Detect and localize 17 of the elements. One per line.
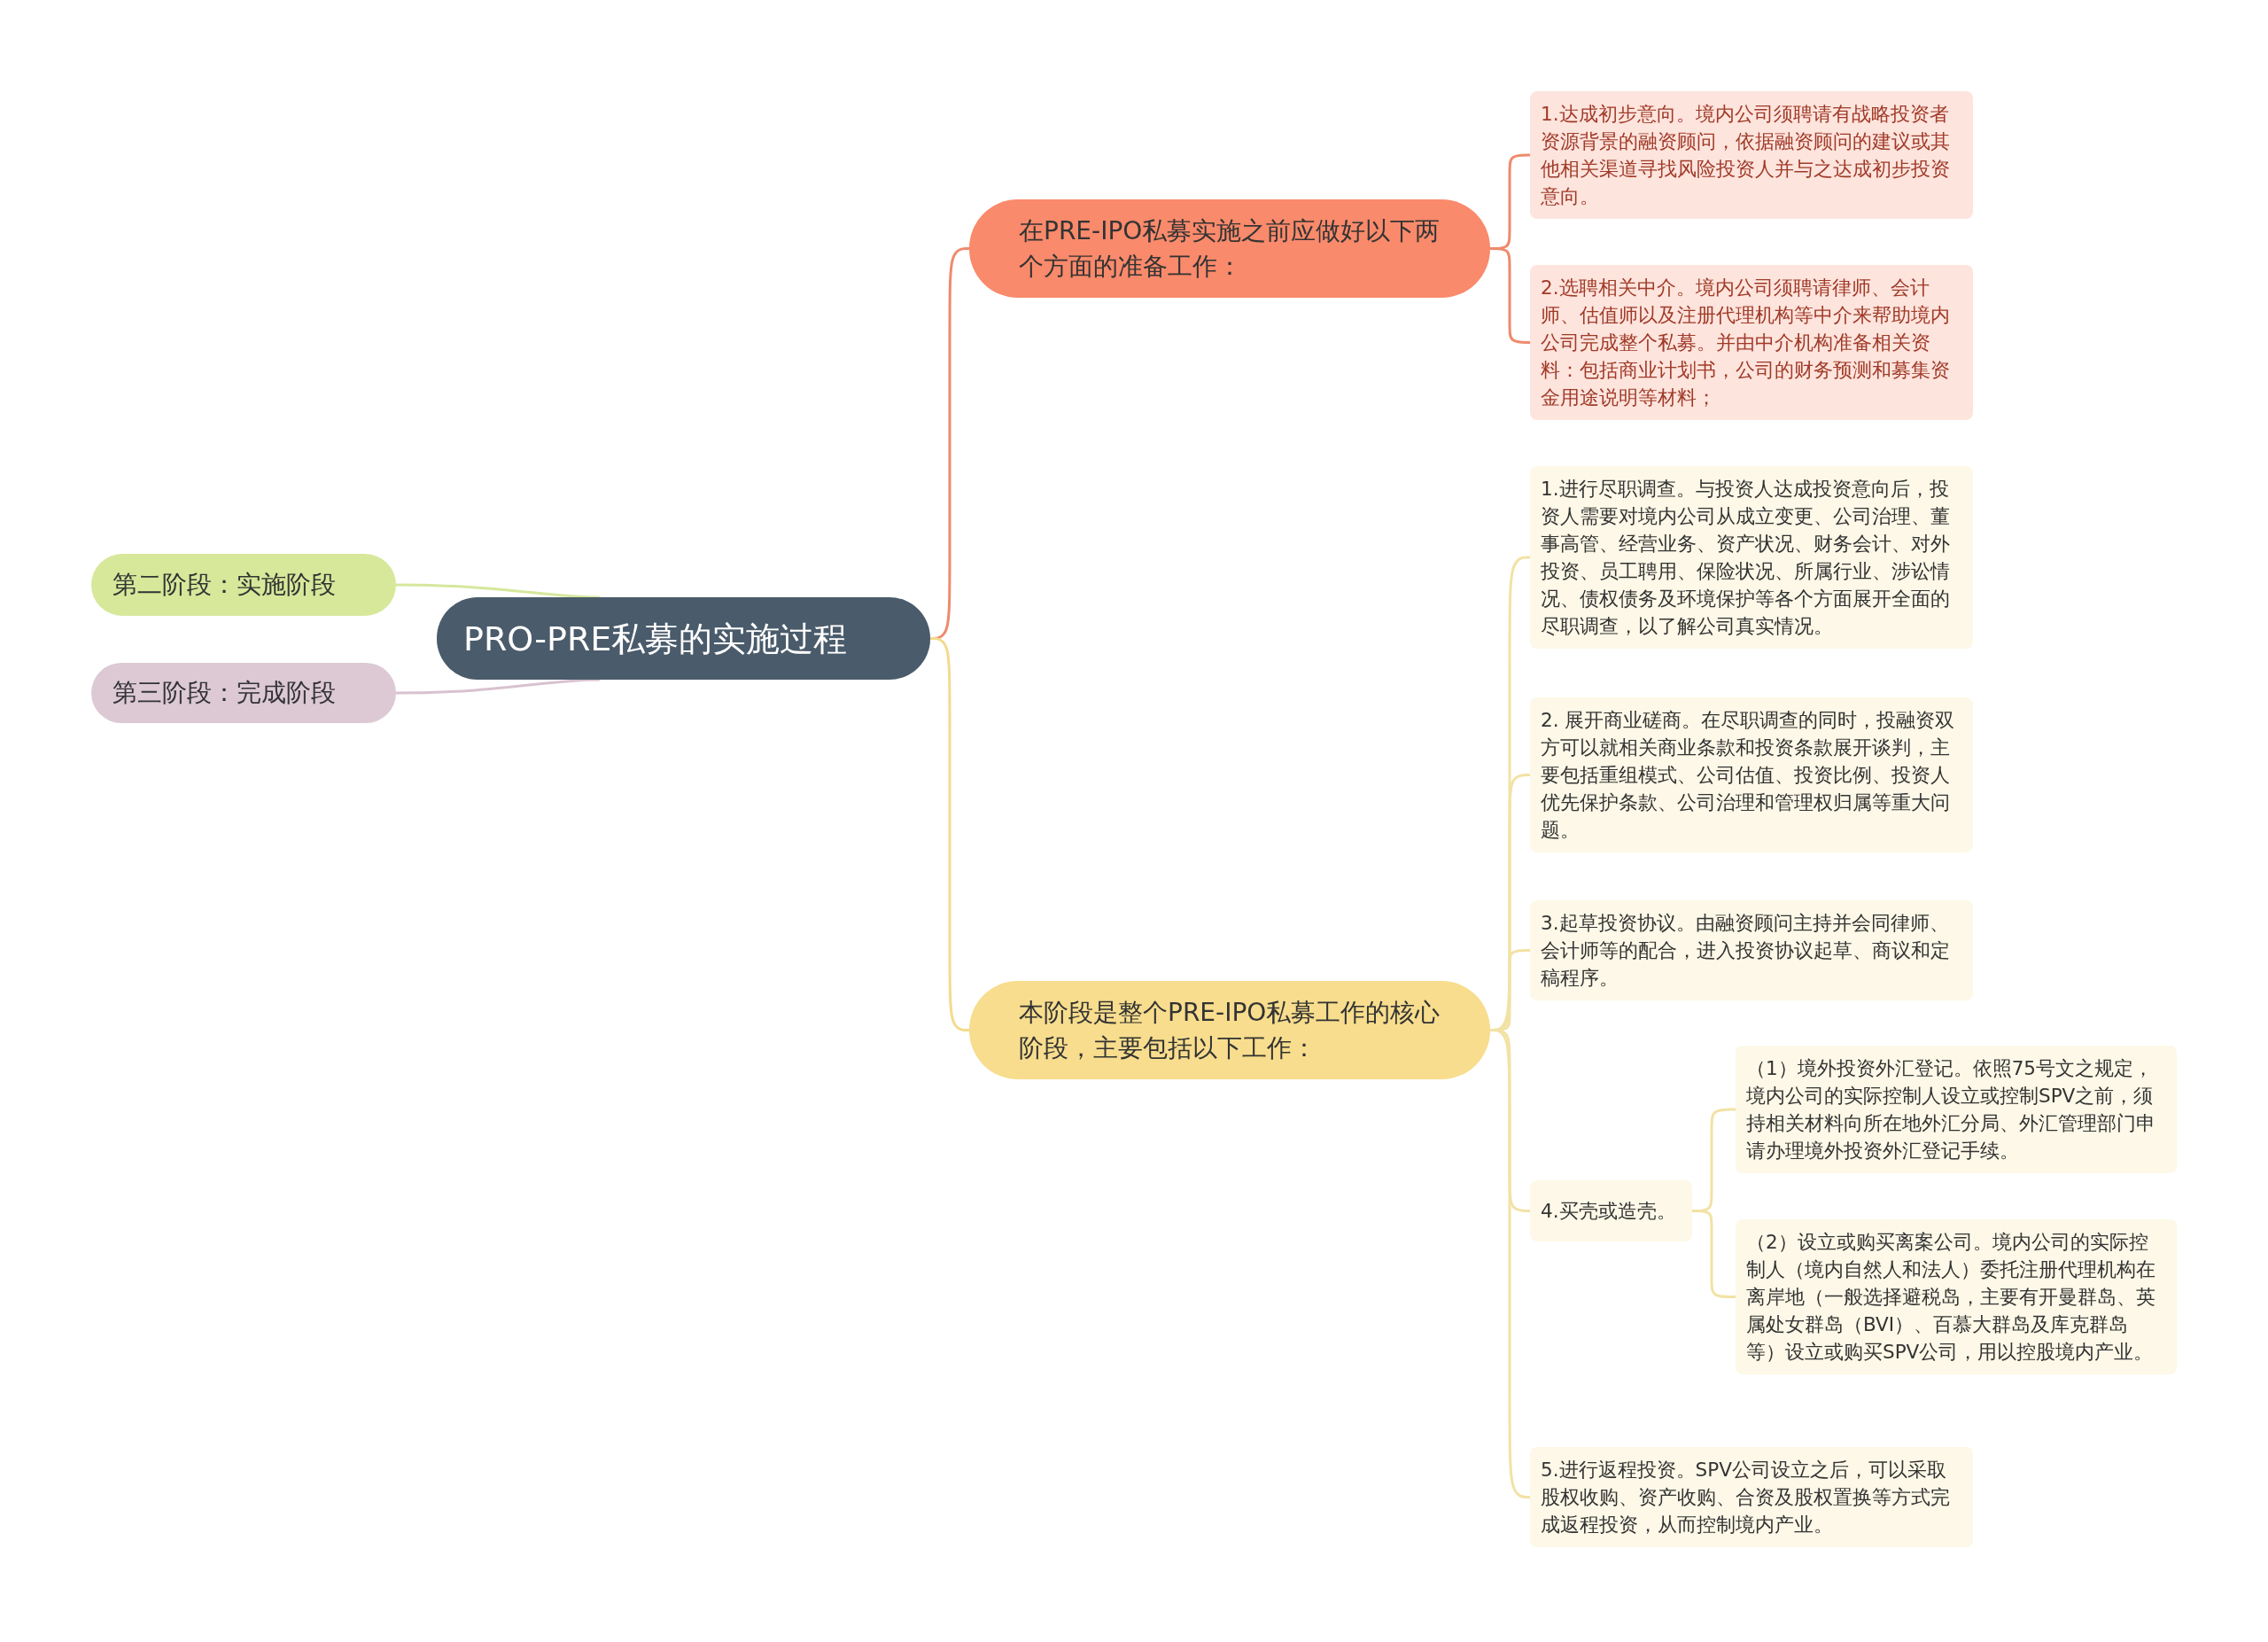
note-card: 4.买壳或造壳。 xyxy=(1530,1180,1692,1241)
note-card: 1.进行尽职调查。与投资人达成投资意向后，投资人需要对境内公司从成立变更、公司治理、董事高管、经营业务、资产状况、财务会计、对外投资、员工聘用、保险状况、所属行业、涉讼情况、债权债务及环境保护等各个方面展开全面的尽职调查，以了解公司真实情况。 xyxy=(1530,466,1973,649)
topic-pill: 在PRE-IPO私募实施之前应做好以下两个方面的准备工作： xyxy=(969,199,1490,298)
note-card: 5.进行返程投资。SPV公司设立之后，可以采取股权收购、资产收购、合资及股权置换等方式完成返程投资，从而控制境内产业。 xyxy=(1530,1447,1973,1547)
connector-line xyxy=(930,637,969,1031)
note-card: 2. 展开商业磋商。在尽职调查的同时，投融资双方可以就相关商业条款和投资条款展开谈判，主要包括重组模式、公司估值、投资比例、投资人优先保护条款、公司治理和管理权归属等重大问题。 xyxy=(1530,697,1973,852)
connector-line xyxy=(396,678,600,695)
note-card: 2.选聘相关中介。境内公司须聘请律师、会计师、估值师以及注册代理机构等中介来帮助境内公司完成整个私募。并由中介机构准备相关资料：包括商业计划书，公司的财务预测和募集资金用途说明等材料； xyxy=(1530,265,1973,420)
topic-pill: 第二阶段：实施阶段 xyxy=(91,554,396,616)
root-topic: PRO-PRE私募的实施过程 xyxy=(437,597,930,680)
note-card: 1.达成初步意向。境内公司须聘请有战略投资者资源背景的融资顾问，依据融资顾问的建议或其他相关渠道寻找风险投资人并与之达成初步投资意向。 xyxy=(1530,91,1973,219)
note-card: （2）设立或购买离案公司。境内公司的实际控制人（境内自然人和法人）委托注册代理机构在离岸地（一般选择避税岛，主要有开曼群岛、英属处女群岛（BVI）、百慕大群岛及库克群岛等）设立或购买SPV公司，用以控股境内产业。 xyxy=(1736,1219,2177,1374)
connector-line xyxy=(396,583,600,599)
note-card: 3.起草投资协议。由融资顾问主持并会同律师、会计师等的配合，进入投资协议起草、商议和定稿程序。 xyxy=(1530,900,1973,1000)
topic-pill: 第三阶段：完成阶段 xyxy=(91,663,396,723)
note-card: （1）境外投资外汇登记。依照75号文之规定，境内公司的实际控制人设立或控制SPV之前，须持相关材料向所在地外汇分局、外汇管理部门申请办理境外投资外汇登记手续。 xyxy=(1736,1046,2177,1173)
topic-pill: 本阶段是整个PRE-IPO私募工作的核心阶段，主要包括以下工作： xyxy=(969,981,1490,1079)
